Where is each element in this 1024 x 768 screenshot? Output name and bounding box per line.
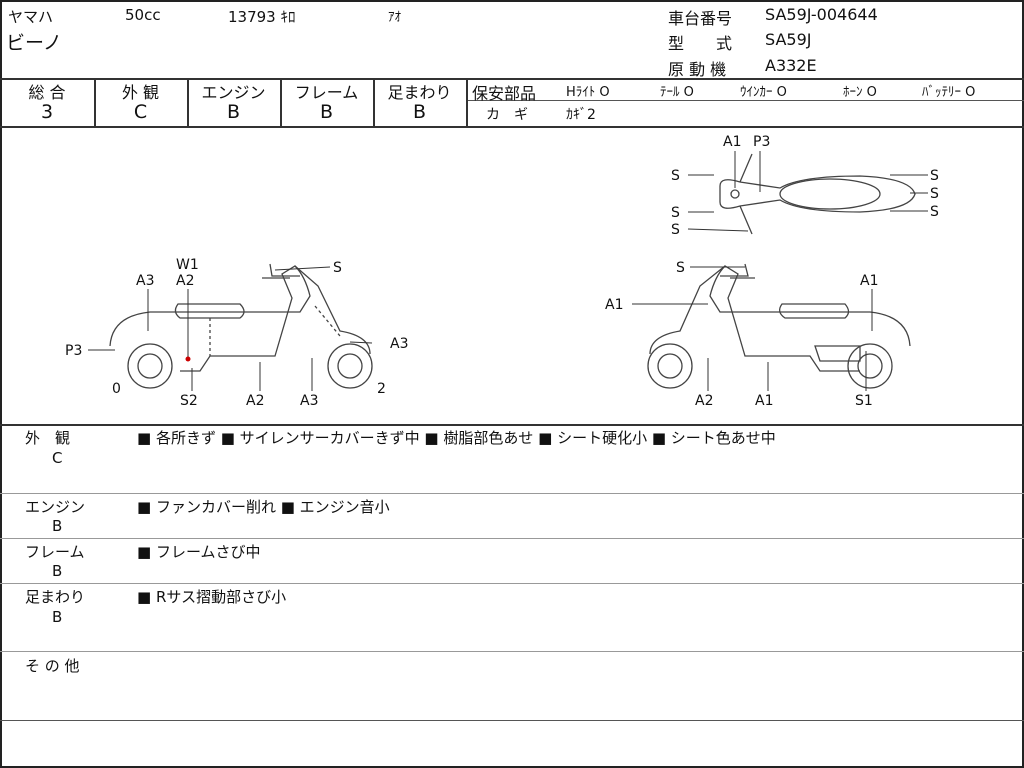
label-p3: P3 bbox=[753, 134, 770, 150]
label-a1: A1 bbox=[605, 297, 623, 313]
label-a1: A1 bbox=[723, 134, 741, 150]
engine-label: 原 動 機 bbox=[668, 60, 727, 79]
mileage: 13793 ｷﾛ bbox=[228, 8, 296, 26]
diagram-labels: W1 A3 A2 S P3 A3 0 S2 A2 A3 2 S A1 A1 A2… bbox=[65, 134, 939, 409]
comment-label-suspension: 足まわり bbox=[25, 588, 86, 606]
frame-no-label: 車台番号 bbox=[668, 9, 733, 28]
comment-text-suspension: ■ Rサス摺動部さび小 bbox=[137, 588, 287, 606]
divider bbox=[373, 78, 375, 126]
label-a1: A1 bbox=[860, 273, 878, 289]
divider bbox=[0, 583, 1024, 584]
divider bbox=[187, 78, 189, 126]
label-a2: A2 bbox=[176, 273, 194, 289]
label-a2: A2 bbox=[695, 393, 713, 409]
safety-headlight: Hﾗｲﾄ O bbox=[566, 85, 610, 100]
label-2: 2 bbox=[377, 381, 386, 397]
type-label: 型 式 bbox=[668, 34, 733, 53]
grade-label-engine: エンジン bbox=[201, 83, 266, 102]
comment-label-frame: フレーム bbox=[25, 543, 85, 561]
comment-grade-engine: B bbox=[52, 517, 63, 535]
safety-battery: ﾊﾞｯﾃﾘｰ O bbox=[922, 85, 976, 100]
scooter-left-side bbox=[109, 263, 373, 389]
comment-text-frame: ■ フレームさび中 bbox=[137, 543, 261, 561]
label-s: S bbox=[671, 205, 680, 221]
safety-label: 保安部品 bbox=[472, 84, 537, 103]
engine: A332E bbox=[765, 56, 817, 75]
color: ｱｵ bbox=[388, 10, 401, 25]
label-p3: P3 bbox=[65, 343, 82, 359]
grade-overall: 3 bbox=[40, 101, 54, 123]
grade-frame: B bbox=[319, 101, 334, 123]
comment-label-exterior: 外 観 bbox=[25, 429, 71, 447]
label-0: 0 bbox=[112, 381, 121, 397]
comment-label-other: そ の 他 bbox=[25, 657, 80, 675]
comment-grade-suspension: B bbox=[52, 608, 63, 626]
label-a3: A3 bbox=[136, 273, 154, 289]
label-s: S bbox=[930, 204, 939, 220]
divider bbox=[0, 651, 1024, 652]
grade-label-suspension: 足まわり bbox=[387, 83, 452, 102]
grade-label-frame: フレーム bbox=[294, 83, 359, 102]
grade-engine: B bbox=[226, 101, 241, 123]
displacement: 50cc bbox=[125, 6, 161, 24]
divider bbox=[0, 78, 1024, 80]
safety-horn: ﾎｰﾝ O bbox=[843, 85, 877, 100]
label-s: S bbox=[333, 260, 342, 276]
type: SA59J bbox=[765, 30, 812, 49]
divider bbox=[0, 126, 1024, 128]
divider bbox=[0, 720, 1024, 721]
comment-text-exterior: ■ 各所きず ■ サイレンサーカバーきず中 ■ 樹脂部色あせ ■ シート硬化小 … bbox=[137, 429, 776, 447]
comment-label-engine: エンジン bbox=[25, 498, 86, 516]
comment-grade-frame: B bbox=[52, 562, 63, 580]
grade-label-overall: 総 合 bbox=[28, 83, 66, 102]
comment-text-engine: ■ ファンカバー削れ ■ エンジン音小 bbox=[137, 498, 390, 516]
divider bbox=[0, 424, 1024, 426]
safety-winker: ｳｲﾝｶｰ O bbox=[740, 85, 787, 100]
comment-grade-exterior: C bbox=[52, 449, 63, 467]
grade-suspension: B bbox=[412, 101, 427, 123]
divider bbox=[466, 78, 468, 126]
grade-exterior: C bbox=[133, 101, 148, 123]
divider bbox=[467, 100, 1024, 101]
divider bbox=[280, 78, 282, 126]
scooter-right-side bbox=[647, 263, 911, 389]
scooter-top-view bbox=[719, 153, 916, 235]
key-label: カ ギ bbox=[486, 107, 528, 123]
divider bbox=[0, 538, 1024, 539]
label-a3: A3 bbox=[390, 336, 408, 352]
label-s2: S2 bbox=[180, 393, 198, 409]
maker: ヤマハ bbox=[8, 8, 54, 26]
label-s: S bbox=[676, 260, 685, 276]
label-a1: A1 bbox=[755, 393, 773, 409]
label-s: S bbox=[930, 168, 939, 184]
label-a2: A2 bbox=[246, 393, 264, 409]
label-s: S bbox=[671, 168, 680, 184]
label-a3: A3 bbox=[300, 393, 318, 409]
divider bbox=[94, 78, 96, 126]
model-name: ビーノ bbox=[6, 32, 62, 54]
label-s: S bbox=[930, 186, 939, 202]
frame-no: SA59J-004644 bbox=[765, 5, 878, 24]
label-s: S bbox=[671, 222, 680, 238]
key-value: ｶｷﾞ2 bbox=[566, 107, 596, 123]
damage-marker bbox=[185, 356, 191, 362]
damage-diagram: W1 A3 A2 S P3 A3 0 S2 A2 A3 2 S A1 A1 A2… bbox=[65, 134, 939, 409]
leader-lines bbox=[88, 151, 928, 391]
label-w1: W1 bbox=[176, 257, 199, 273]
divider bbox=[0, 493, 1024, 494]
grade-label-exterior: 外 観 bbox=[121, 83, 160, 102]
label-s1: S1 bbox=[855, 393, 873, 409]
safety-tail: ﾃｰﾙ O bbox=[660, 85, 694, 100]
